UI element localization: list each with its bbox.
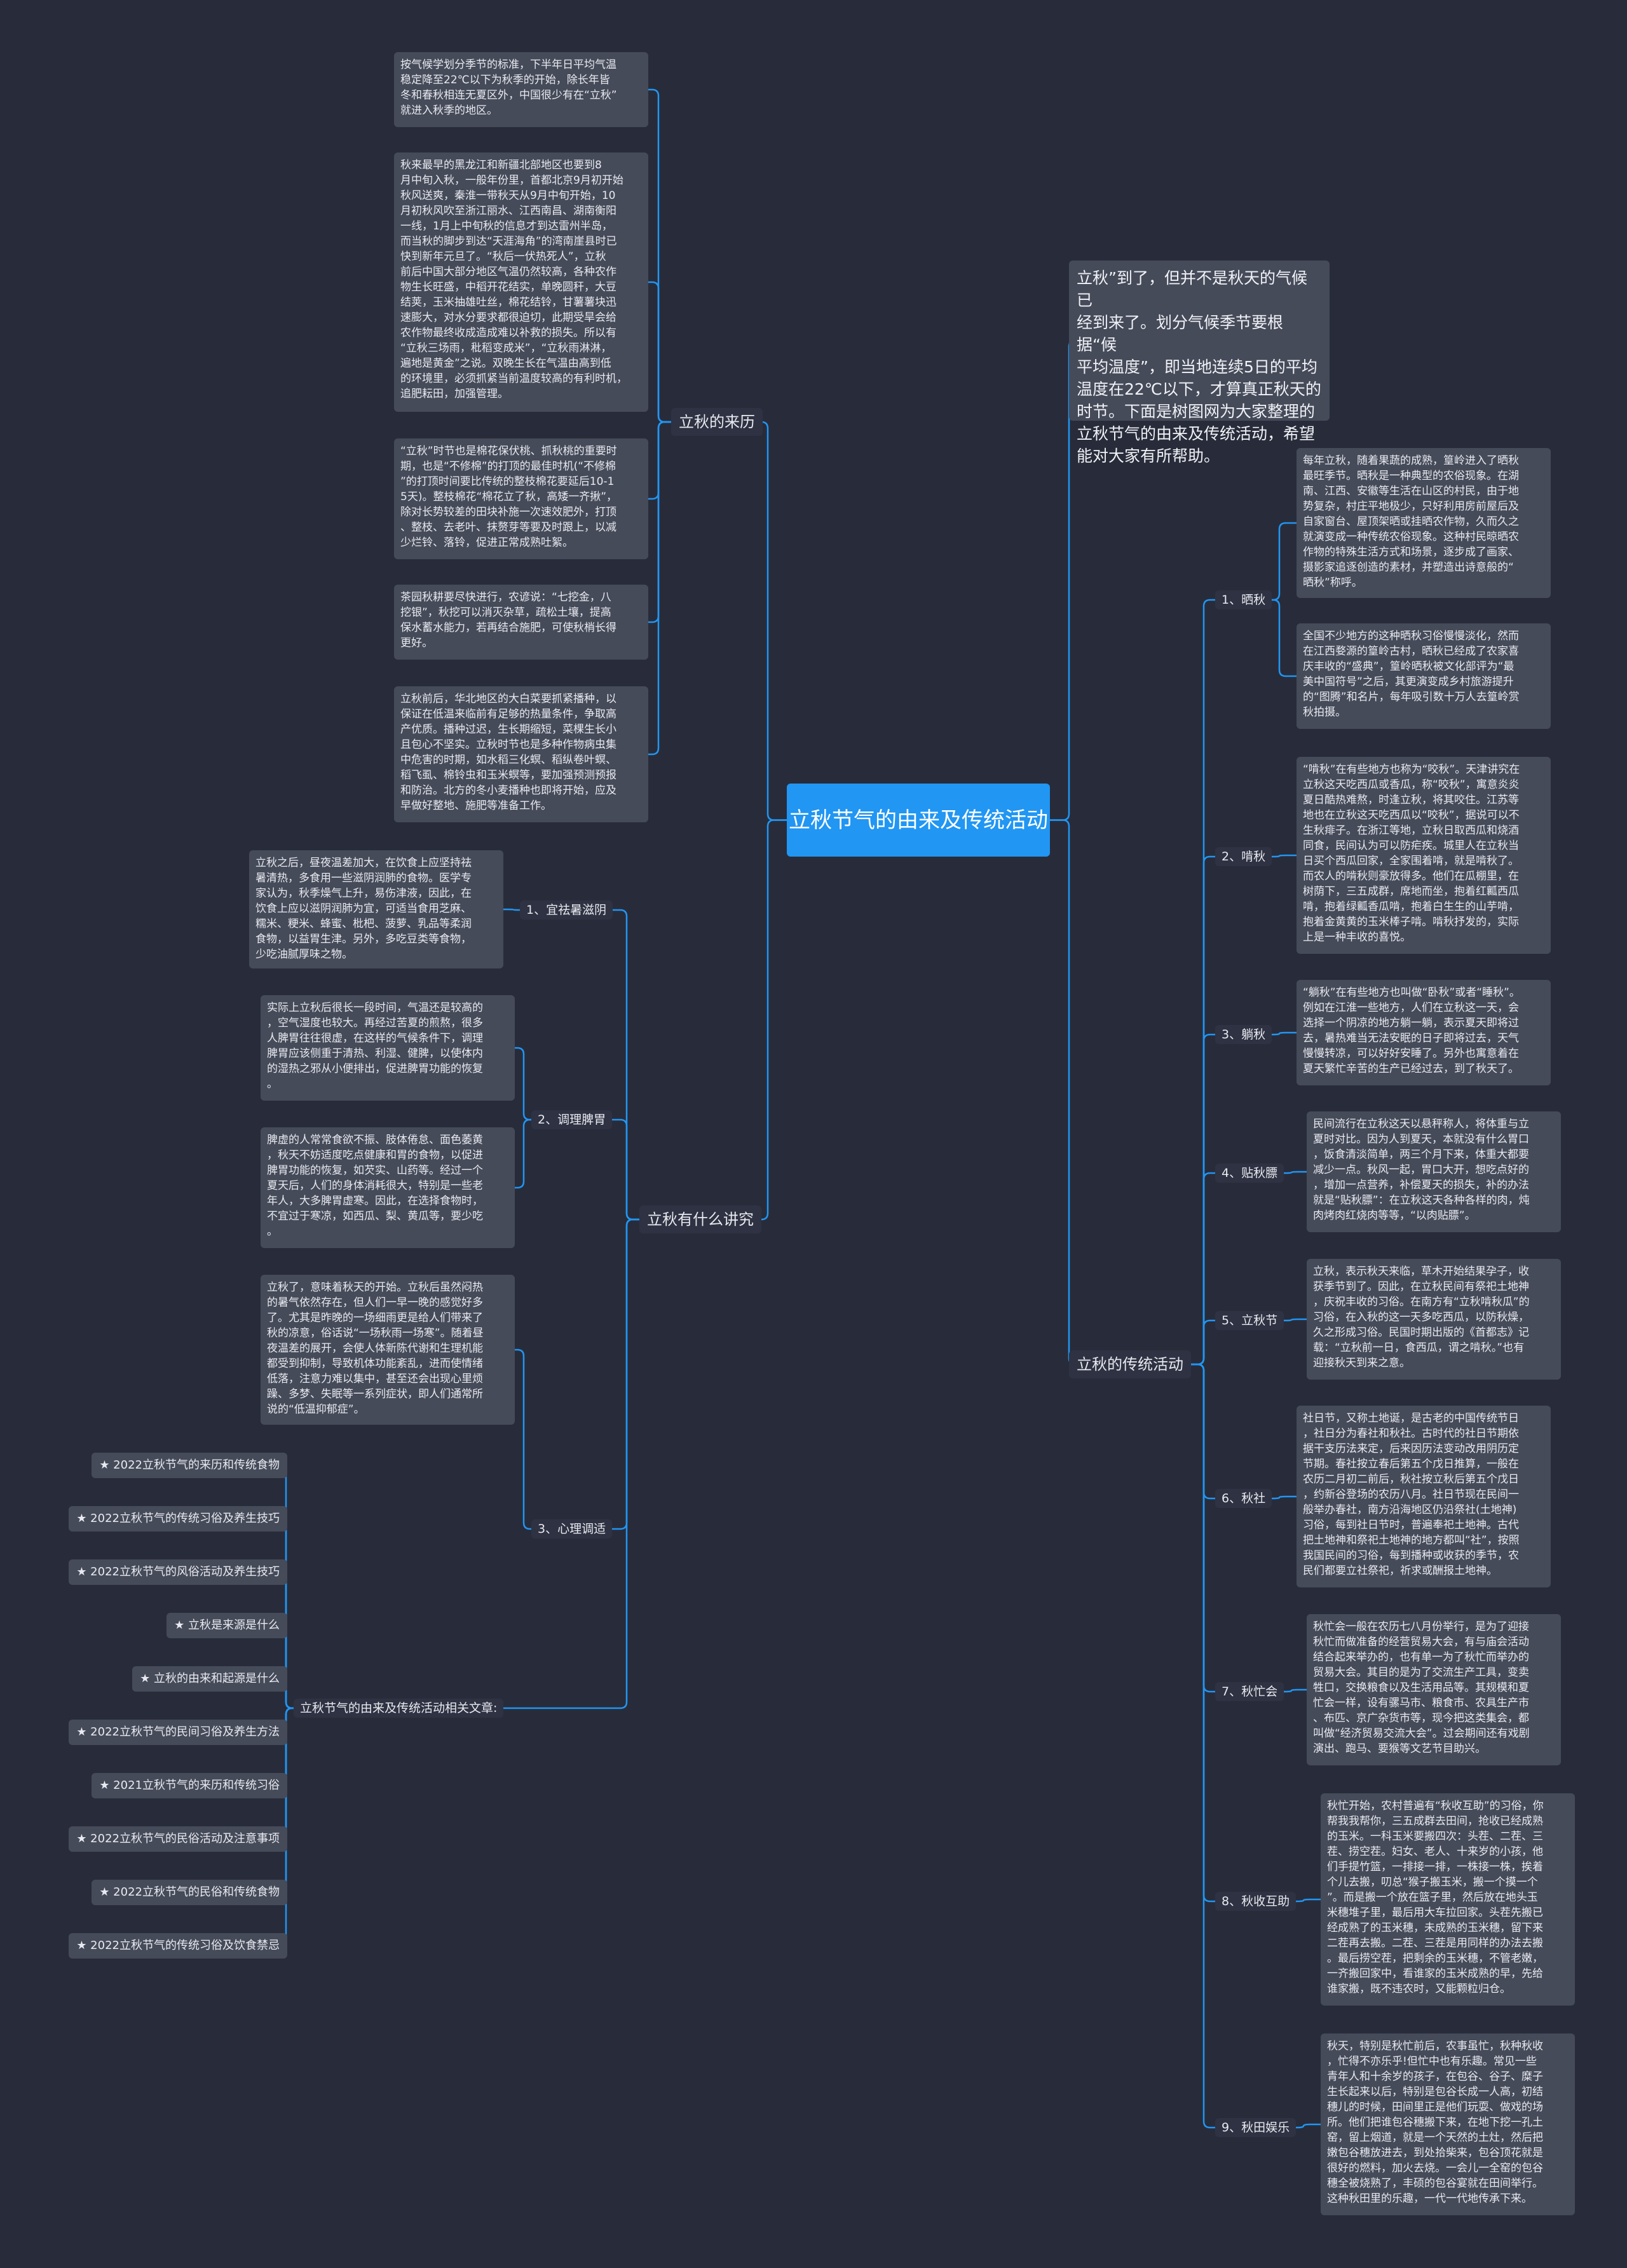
activity-8-card: 秋忙开始，农村普遍有“秋收互助”的习俗，你 帮我我帮你，三五成群去田间，抢收已经… xyxy=(1321,1793,1575,2006)
related-link[interactable]: ★ 2022立秋节气的民俗活动及注意事项 xyxy=(69,1826,287,1852)
customs-item-3-label[interactable]: 3、心理调适 xyxy=(531,1519,613,1538)
related-link[interactable]: ★ 2022立秋节气的民俗和传统食物 xyxy=(92,1880,287,1905)
related-articles-label[interactable]: 立秋节气的由来及传统活动相关文章: xyxy=(294,1699,504,1718)
activity-6-card: 社日节，又称土地诞，是古老的中国传统节日 ，社日分为春社和秋社。古时代的社日节期… xyxy=(1297,1406,1551,1587)
activity-1-card-2: 全国不少地方的这种晒秋习俗慢慢淡化，然而 在江西婺源的篁岭古村，晒秋已经成了农家… xyxy=(1297,623,1551,729)
related-link[interactable]: ★ 2022立秋节气的来历和传统食物 xyxy=(92,1453,287,1478)
activity-7-card: 秋忙会一般在农历七八月份举行，是为了迎接 秋忙而做准备的经营贸易大会，有与庙会活… xyxy=(1307,1614,1561,1765)
activity-3-label[interactable]: 3、躺秋 xyxy=(1215,1025,1272,1044)
related-link[interactable]: ★ 立秋的由来和起源是什么 xyxy=(132,1666,287,1692)
activity-2-label[interactable]: 2、啃秋 xyxy=(1215,847,1272,866)
root-topic[interactable]: 立秋节气的由来及传统活动 xyxy=(787,784,1050,857)
branch-activities[interactable]: 立秋的传统活动 xyxy=(1069,1350,1191,1378)
origin-card-1: 按气候学划分季节的标准，下半年日平均气温 稳定降至22℃以下为秋季的开始，除长年… xyxy=(394,52,648,127)
activity-8-label[interactable]: 8、秋收互助 xyxy=(1215,1892,1297,1911)
intro-card: 立秋”到了，但并不是秋天的气候已 经到来了。划分气候季节要根据“候 平均温度”，… xyxy=(1069,261,1330,465)
origin-card-4: 茶园秋耕要尽快进行，农谚说：“七挖金，八 挖银”，秋挖可以消灭杂草，疏松土壤，提… xyxy=(394,585,648,660)
related-link[interactable]: ★ 2022立秋节气的传统习俗及养生技巧 xyxy=(69,1506,287,1531)
activity-7-label[interactable]: 7、秋忙会 xyxy=(1215,1682,1284,1701)
related-link[interactable]: ★ 2022立秋节气的风俗活动及养生技巧 xyxy=(69,1559,287,1585)
activity-9-label[interactable]: 9、秋田娱乐 xyxy=(1215,2118,1297,2137)
branch-customs[interactable]: 立秋有什么讲究 xyxy=(639,1205,761,1233)
customs-item-1-label[interactable]: 1、宜祛暑滋阴 xyxy=(520,900,613,920)
root-title: 立秋节气的由来及传统活动 xyxy=(789,807,1048,833)
origin-card-3: “立秋”时节也是棉花保伏桃、抓秋桃的重要时 期，也是“不修棉”的打顶的最佳时机(… xyxy=(394,438,648,559)
activity-9-card: 秋天，特别是秋忙前后，农事虽忙，秋种秋收 ，忙得不亦乐乎!但忙中也有乐趣。常见一… xyxy=(1321,2034,1575,2215)
activity-1-card-1: 每年立秋，随着果蔬的成熟，篁岭进入了晒秋 最旺季节。晒秋是一种典型的农俗现象。在… xyxy=(1297,448,1551,598)
activity-4-card: 民间流行在立秋这天以悬秤称人，将体重与立 夏时对比。因为人到夏天，本就没有什么胃… xyxy=(1307,1111,1561,1232)
activity-5-card: 立秋，表示秋天来临，草木开始结果孕子，收 获季节到了。因此，在立秋民间有祭祀土地… xyxy=(1307,1259,1561,1380)
origin-card-2: 秋来最早的黑龙江和新疆北部地区也要到8 月中旬入秋，一般年份里，首都北京9月初开… xyxy=(394,153,648,412)
related-link[interactable]: ★ 2021立秋节气的来历和传统习俗 xyxy=(92,1773,287,1798)
related-link[interactable]: ★ 立秋是来源是什么 xyxy=(167,1613,287,1638)
customs-item-2-card-2: 脾虚的人常常食欲不振、肢体倦怠、面色萎黄 ，秋天不妨适度吃点健康和胃的食物，以促… xyxy=(261,1127,515,1248)
activity-2-card: “啃秋”在有些地方也称为“咬秋”。天津讲究在 立秋这天吃西瓜或香瓜，称“咬秋”，… xyxy=(1297,757,1551,954)
related-link[interactable]: ★ 2022立秋节气的传统习俗及饮食禁忌 xyxy=(69,1933,287,1959)
activity-4-label[interactable]: 4、贴秋膘 xyxy=(1215,1164,1284,1183)
branch-origin[interactable]: 立秋的来历 xyxy=(671,408,763,436)
related-link[interactable]: ★ 2022立秋节气的民间习俗及养生方法 xyxy=(69,1720,287,1745)
customs-item-2-label[interactable]: 2、调理脾胃 xyxy=(531,1110,613,1129)
activity-1-label[interactable]: 1、晒秋 xyxy=(1215,590,1272,609)
customs-item-3-card: 立秋了，意味着秋天的开始。立秋后虽然闷热 的暑气依然存在，但人们一早一晚的感觉好… xyxy=(261,1275,515,1425)
origin-card-5: 立秋前后，华北地区的大白菜要抓紧播种，以 保证在低温来临前有足够的热量条件，争取… xyxy=(394,686,648,822)
customs-item-2-card-1: 实际上立秋后很长一段时间，气温还是较高的 ，空气湿度也较大。再经过苦夏的煎熬，很… xyxy=(261,995,515,1101)
activity-6-label[interactable]: 6、秋社 xyxy=(1215,1489,1272,1508)
customs-item-1-card: 立秋之后，昼夜温差加大，在饮食上应坚持祛 暑清热，多食用一些滋阴润肺的食物。医学… xyxy=(249,850,503,968)
activity-5-label[interactable]: 5、立秋节 xyxy=(1215,1311,1284,1330)
activity-3-card: “躺秋”在有些地方也叫做“卧秋”或者“睡秋”。 例如在江淮一些地方，人们在立秋这… xyxy=(1297,980,1551,1085)
